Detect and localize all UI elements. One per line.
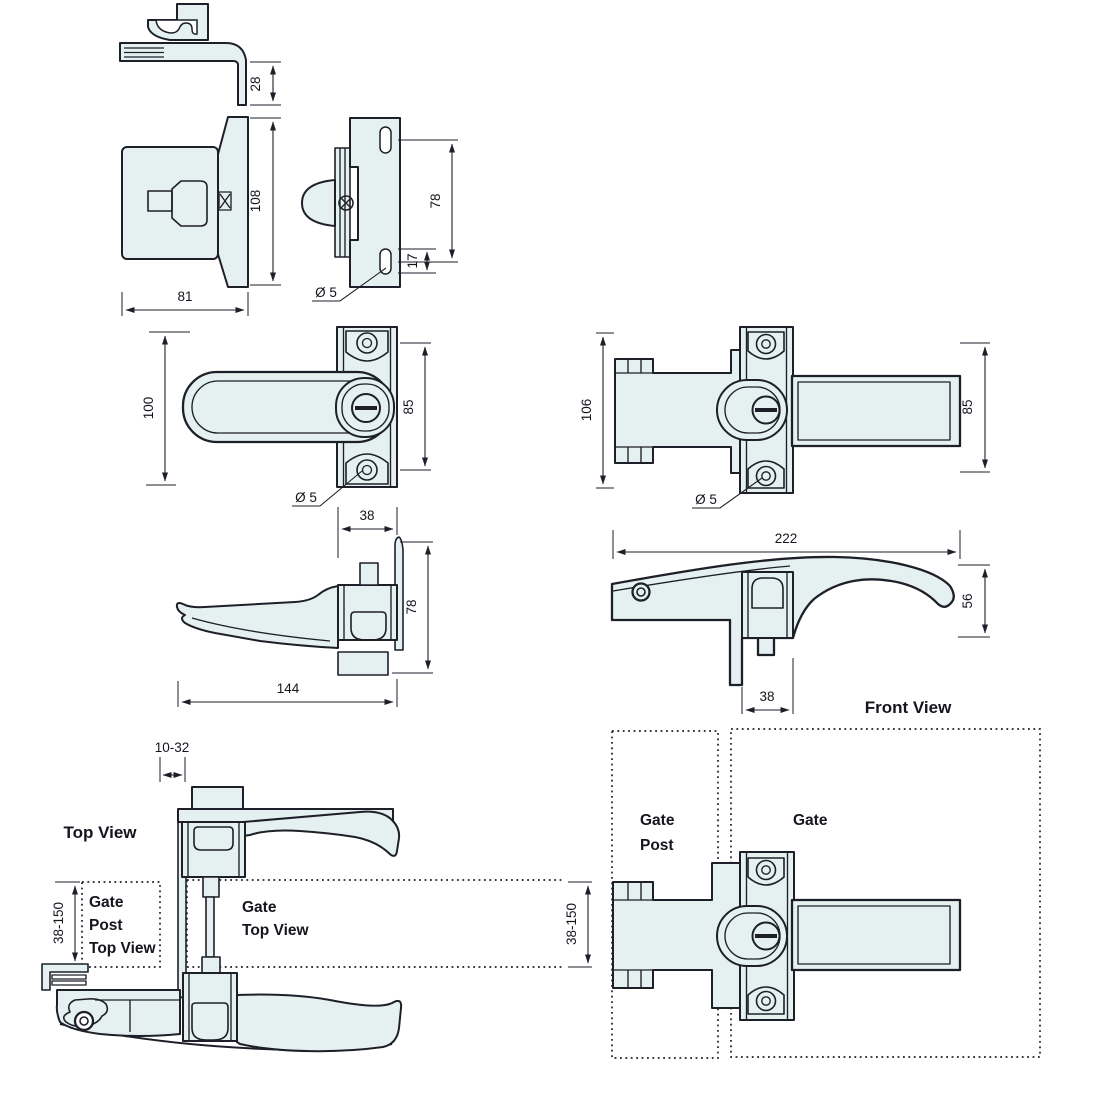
screw-recess-bottom-r [747,460,785,489]
dim-hole-spacing: 78 [428,193,443,208]
spindle-cap [201,956,221,974]
gate-box-line1: Gate [242,899,277,916]
dim-hole-spacing-85-right: 85 [960,399,975,414]
dim-keeper-depth: 28 [248,76,263,91]
gate-post-label-line1: Gate [640,812,675,829]
dim-height-106: 106 [579,399,594,422]
lock-slot-i [755,934,777,938]
keeper-bracket-lower [41,963,89,991]
lever-bottom [236,993,403,1053]
dim-body-height: 108 [248,190,263,213]
screw-bottom-i [755,990,777,1012]
label-top-view: Top View [63,823,137,842]
view-keeper-side: 28 108 81 [119,3,281,316]
latch-pin-detail [218,191,232,211]
screw-recess-top-i [747,857,785,886]
lock-slot-r [755,408,777,412]
dim-slot-length: 17 [405,253,420,268]
latch-knob [147,190,173,212]
view-install-front: Front View Gate Post Gate 38-150 [564,698,1041,1059]
dim-block-width-left: 38 [359,508,374,523]
latch-bar-long [790,374,962,448]
backplate-slot-bottom [379,248,392,275]
keeper-bracket-slots [124,47,164,58]
label-front-view: Front View [865,698,952,717]
pivot-bolt [631,582,651,602]
thumb-pad-right [751,577,784,609]
backplate-knob [301,179,336,227]
dim-hole-dia-left: Ø 5 [295,490,317,505]
thumb-block-right [741,571,794,639]
screw-bottom-r [755,465,777,487]
backplate-slot-top [379,126,392,154]
backplate-shape [349,117,401,288]
view-install-top: Top View 10-32 Gate Post Top View Gate T… [41,740,565,1053]
thumb-pad-top [193,826,234,851]
gate-topview-line [186,879,565,968]
bottom-block-left [337,651,389,676]
gate-post-topview-box [81,881,161,968]
screw-bottom [356,459,378,481]
dim-hole-dia-right: Ø 5 [695,492,717,507]
view-backplate: 78 17 Ø 5 [301,117,458,302]
dim-hole-spacing-85-left: 85 [401,399,416,414]
screw-recess-top [345,330,389,362]
pivot-bolt-lower [73,1010,95,1032]
view-handle-profile-left: 38 78 144 [175,507,433,707]
dim-handle-length-144: 144 [277,681,300,696]
keeper-plate-top [191,786,244,810]
latch-bar-install [790,898,962,972]
dim-body-width: 81 [177,289,192,304]
dim-fit-range: 10-32 [155,740,190,755]
screw-top [356,332,378,354]
dim-post-range: 38-150 [51,902,66,944]
view-latch-rear-right: 106 85 Ø 5 222 [579,326,990,559]
lever-top [242,810,401,857]
spindle-rod [205,896,215,958]
screw-recess-top-r [747,331,785,360]
view-latch-front-left: 100 85 Ø 5 [141,326,431,507]
spindle-stub [202,876,220,898]
dim-height-100: 100 [141,397,156,420]
dim-hole-dia-backplate: Ø 5 [315,285,337,300]
spindle-tab-left [359,562,379,586]
backplate-screw [338,195,354,211]
thumb-block-bottom [182,972,238,1042]
keeper-bracket-shape [119,42,247,106]
keeper-hook-notch [155,19,198,35]
gate-post-box-line1: Gate [89,894,124,911]
gate-post-label-line2: Post [640,837,674,854]
gate-post-box-line3: Top View [89,940,157,957]
dim-gate-range: 38-150 [564,903,579,945]
view-handle-profile-right: 56 38 [610,555,990,714]
lock-slot [355,406,377,410]
screw-recess-bottom-i [747,986,785,1015]
screw-top-i [755,859,777,881]
thumb-pad-left [350,611,387,641]
gate-label: Gate [793,812,828,829]
thumb-pad-bottom [191,1002,229,1041]
screw-recess-bottom [345,453,389,485]
dim-block-width-right: 38 [759,689,774,704]
dim-profile-height-78: 78 [404,599,419,614]
handle-lever-left [175,585,339,649]
dim-overall-length-222: 222 [775,531,798,546]
gate-box-line2: Top View [242,922,310,939]
screw-top-r [755,333,777,355]
gate-post-box-line2: Post [89,917,123,934]
latch-body-side [121,146,219,260]
dim-profile-height-56: 56 [960,593,975,608]
latch-cam [171,180,208,227]
latch-body-lower [55,989,181,1037]
backplate-mechanism [334,147,351,258]
latch-backplate-edge [216,116,249,288]
